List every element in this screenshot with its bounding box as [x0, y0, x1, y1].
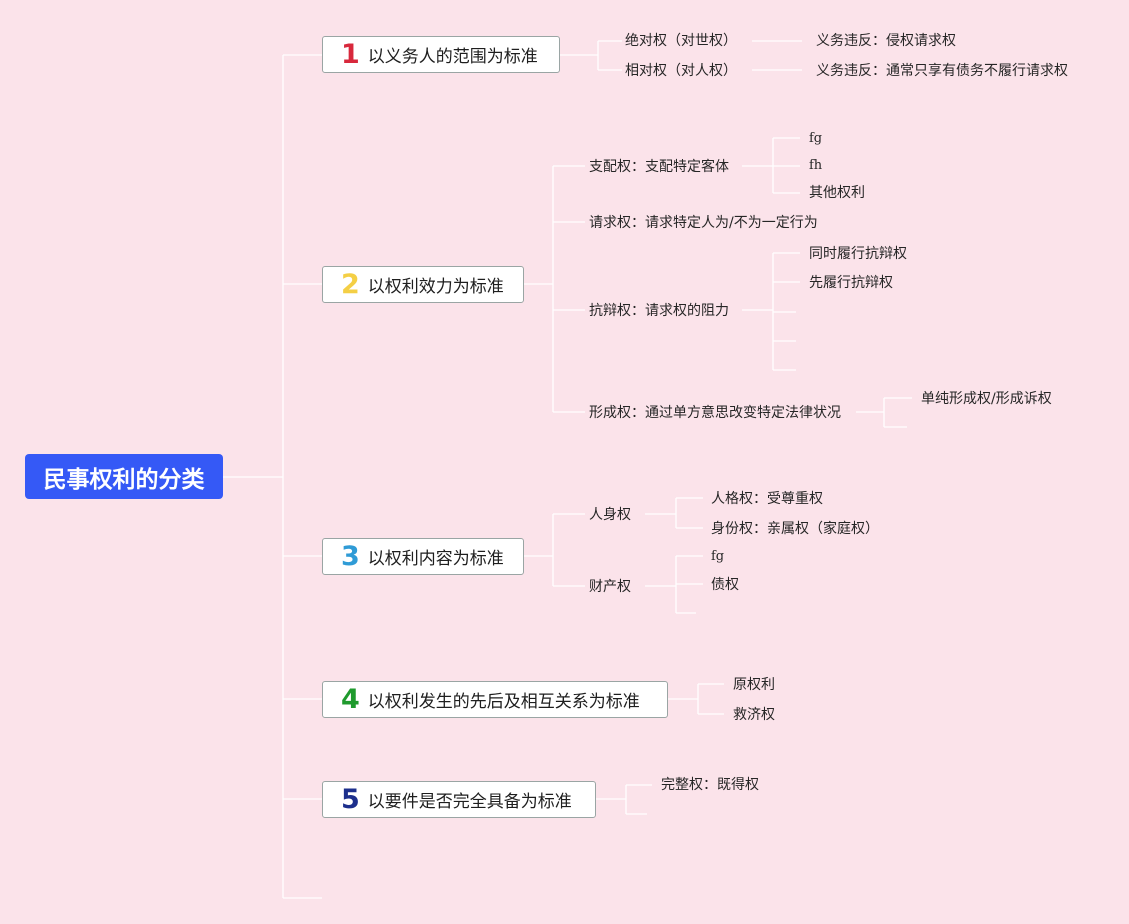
- node-nonperformance-claim[interactable]: 义务违反：通常只享有债务不履行请求权: [816, 63, 1068, 79]
- node-absolute-right[interactable]: 绝对权（对世权）: [625, 33, 737, 49]
- branch-3[interactable]: 3 以权利内容为标准: [322, 538, 524, 575]
- branch-5-label: 以要件是否完全具备为标准: [367, 792, 572, 812]
- node-fg[interactable]: fg: [809, 131, 823, 146]
- root-topic[interactable]: 民事权利的分类: [25, 454, 223, 499]
- branch-1-label: 以义务人的范围为标准: [367, 47, 538, 67]
- connector-b3-items: [524, 513, 585, 587]
- connector-b2-kangbian: [742, 252, 800, 371]
- node-defense-right[interactable]: 抗辩权：请求权的阻力: [589, 303, 729, 319]
- number-2-icon: 2: [341, 269, 360, 300]
- node-simple-formation[interactable]: 单纯形成权/形成诉权: [921, 391, 1052, 407]
- connector-b3-caichan: [645, 555, 703, 614]
- node-formation-right[interactable]: 形成权：通过单方意思改变特定法律状况: [589, 405, 841, 421]
- connector-b4-items: [668, 683, 724, 715]
- connector-b1-items: [560, 40, 622, 71]
- node-simultaneous-defense[interactable]: 同时履行抗辩权: [809, 246, 907, 262]
- connector-b5-items: [596, 784, 652, 815]
- branch-2-label: 以权利效力为标准: [367, 277, 504, 297]
- connector-b2-xingcheng: [856, 397, 912, 428]
- node-dominion-right[interactable]: 支配权：支配特定客体: [589, 159, 729, 175]
- branch-3-label: 以权利内容为标准: [367, 549, 504, 569]
- connector-b1-details: [752, 40, 802, 71]
- branch-4[interactable]: 4 以权利发生的先后及相互关系为标准: [322, 681, 668, 718]
- branch-4-label: 以权利发生的先后及相互关系为标准: [367, 692, 640, 712]
- node-tort-claim[interactable]: 义务违反：侵权请求权: [816, 33, 956, 49]
- connector-b2-zhipei: [742, 137, 800, 194]
- node-property-right[interactable]: 财产权: [589, 579, 631, 595]
- branch-5[interactable]: 5 以要件是否完全具备为标准: [322, 781, 596, 818]
- number-3-icon: 3: [341, 541, 360, 572]
- node-other-rights[interactable]: 其他权利: [809, 185, 865, 201]
- node-fg-property[interactable]: fg: [711, 549, 725, 564]
- node-status-right[interactable]: 身份权：亲属权（家庭权）: [711, 521, 879, 537]
- node-complete-right[interactable]: 完整权：既得权: [661, 777, 759, 793]
- branch-2[interactable]: 2 以权利效力为标准: [322, 266, 524, 303]
- number-5-icon: 5: [341, 784, 360, 815]
- connector-trunk: [282, 55, 322, 899]
- node-personality-right[interactable]: 人格权：受尊重权: [711, 491, 823, 507]
- node-prior-defense[interactable]: 先履行抗辩权: [809, 275, 893, 291]
- node-original-right[interactable]: 原权利: [733, 677, 775, 693]
- node-personal-right[interactable]: 人身权: [589, 507, 631, 523]
- node-remedial-right[interactable]: 救济权: [733, 707, 775, 723]
- node-relative-right[interactable]: 相对权（对人权）: [625, 63, 737, 79]
- connector-b3-renshen: [645, 497, 703, 529]
- node-creditor-right[interactable]: 债权: [711, 577, 739, 593]
- node-claim-right[interactable]: 请求权：请求特定人为/不为一定行为: [589, 215, 818, 231]
- number-1-icon: 1: [341, 39, 360, 70]
- node-fh[interactable]: fh: [809, 158, 823, 173]
- connector-b2-items: [524, 165, 585, 413]
- branch-1[interactable]: 1 以义务人的范围为标准: [322, 36, 560, 73]
- root-title: 民事权利的分类: [43, 466, 205, 493]
- number-4-icon: 4: [341, 684, 360, 715]
